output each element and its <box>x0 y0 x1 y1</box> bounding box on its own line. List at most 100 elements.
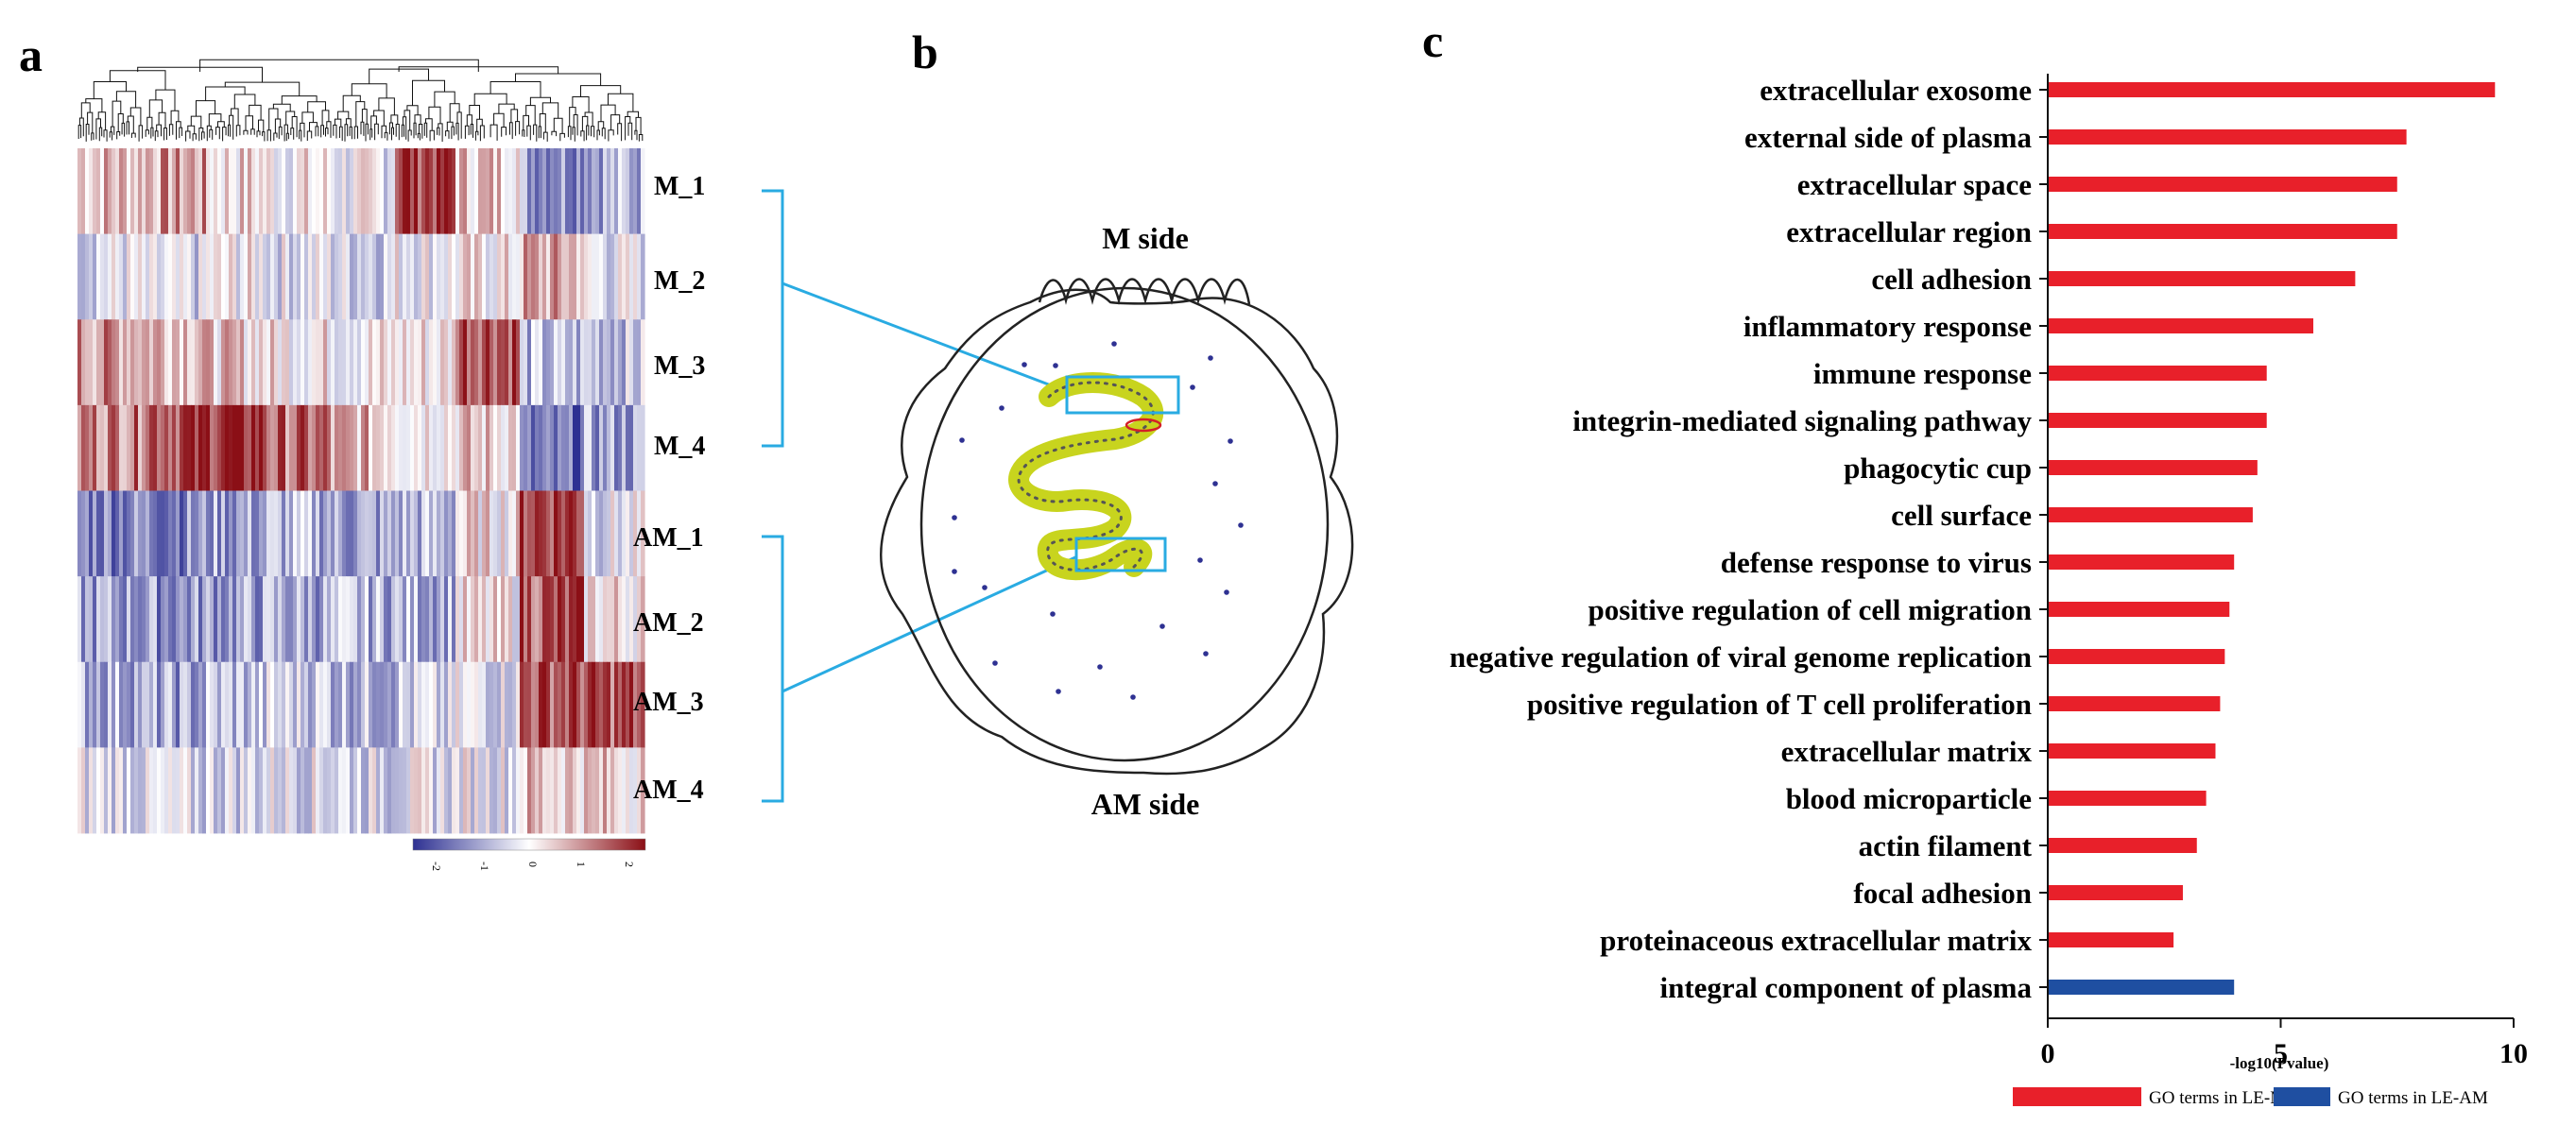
heatmap-cell <box>403 148 407 235</box>
heatmap-cell <box>384 148 388 235</box>
x-tick-label: 0 <box>2041 1038 2055 1069</box>
dendrogram-branch <box>80 102 91 118</box>
heatmap-cell <box>576 319 581 406</box>
heatmap-cell <box>278 404 283 491</box>
heatmap-cell <box>455 747 460 834</box>
heatmap-cell <box>369 404 373 491</box>
heatmap-cell <box>195 490 199 577</box>
heatmap-cell <box>501 490 506 577</box>
heatmap-cell <box>369 233 373 320</box>
heatmap-cell <box>372 233 377 320</box>
heatmap-cell <box>580 148 585 235</box>
heatmap-cell <box>100 490 105 577</box>
bar-le-m <box>2048 696 2221 711</box>
heatmap-cell <box>248 319 252 406</box>
heatmap-cell <box>195 319 199 406</box>
heatmap-cell <box>633 233 638 320</box>
heatmap-cell <box>372 576 377 663</box>
heatmap-cell <box>217 490 222 577</box>
heatmap-cell <box>531 490 536 577</box>
heatmap-cell <box>486 661 490 748</box>
heatmap-cell <box>595 490 600 577</box>
heatmap-cell <box>77 747 82 834</box>
heatmap-cell <box>316 319 320 406</box>
heatmap-cell <box>369 148 373 235</box>
heatmap-cell <box>614 319 619 406</box>
dendrogram-branch <box>437 127 440 136</box>
m-region-box <box>1065 375 1180 415</box>
category-label: external side of plasma <box>1744 121 2032 154</box>
panel-c-letter: c <box>1422 14 1443 67</box>
heatmap-cell <box>214 576 218 663</box>
heatmap-cell <box>524 319 528 406</box>
heatmap-cell <box>474 148 479 235</box>
heatmap-cell <box>561 148 566 235</box>
heatmap-cell <box>622 661 627 748</box>
dendrogram-branch <box>617 123 623 142</box>
heatmap-cell <box>248 148 252 235</box>
heatmap-cell <box>342 576 347 663</box>
dendrogram-branch <box>572 96 590 112</box>
heatmap-cell <box>512 576 517 663</box>
heatmap-cell <box>384 661 388 748</box>
heatmap-cell <box>463 747 468 834</box>
heatmap-cell <box>214 233 218 320</box>
heatmap-cell <box>153 148 158 235</box>
heatmap-cell <box>127 490 131 577</box>
heatmap-cell <box>365 404 369 491</box>
heatmap-cell <box>100 747 105 834</box>
heatmap-cell <box>100 576 105 663</box>
gland-structure <box>1008 372 1164 581</box>
heatmap-cell <box>372 148 377 235</box>
heatmap-cell <box>81 747 86 834</box>
heatmap-cell <box>584 661 589 748</box>
heatmap-cell <box>546 747 551 834</box>
heatmap-cell <box>346 148 351 235</box>
heatmap-cell <box>331 404 335 491</box>
heatmap-cell <box>248 576 252 663</box>
heatmap-cell <box>554 319 558 406</box>
heatmap-cell <box>531 319 536 406</box>
heatmap-cell <box>244 490 249 577</box>
category-label: extracellular region <box>1786 215 2032 248</box>
heatmap-cell <box>289 661 294 748</box>
heatmap-cell <box>248 661 252 748</box>
heatmap-cell <box>244 747 249 834</box>
heatmap-cell <box>327 576 332 663</box>
cell-dot <box>1228 438 1233 444</box>
outer-tissue-outline <box>880 288 1354 776</box>
heatmap-cell <box>85 576 90 663</box>
heatmap-cell <box>255 747 260 834</box>
heatmap-cell <box>406 148 411 235</box>
heatmap-cell <box>508 319 513 406</box>
heatmap-cell <box>508 404 513 491</box>
dendrogram-branch <box>638 134 644 142</box>
heatmap-cell <box>244 661 249 748</box>
heatmap-cell <box>164 490 169 577</box>
heatmap-cell <box>429 404 434 491</box>
heatmap-cell <box>531 576 536 663</box>
heatmap-cell <box>232 576 237 663</box>
heatmap-cell <box>85 747 90 834</box>
bar-le-m <box>2048 885 2183 900</box>
heatmap-cell <box>369 576 373 663</box>
heatmap-cell <box>104 747 109 834</box>
heatmap-cell <box>471 148 475 235</box>
heatmap-cell <box>89 404 94 491</box>
heatmap-cell <box>312 319 317 406</box>
connector-m <box>781 281 1067 393</box>
dendrogram-branch <box>515 121 521 136</box>
heatmap-cell <box>251 319 256 406</box>
heatmap-cell <box>372 319 377 406</box>
heatmap-cell <box>414 148 419 235</box>
heatmap-cell <box>421 404 426 491</box>
dendrogram-branch <box>198 128 204 142</box>
heatmap-cell <box>81 490 86 577</box>
heatmap-cell <box>637 747 642 834</box>
heatmap-cell <box>89 233 94 320</box>
dendrogram-branch <box>205 86 246 101</box>
heatmap-cell <box>474 319 479 406</box>
dendrogram-branch <box>115 91 137 108</box>
heatmap-cell <box>232 490 237 577</box>
heatmap-cell <box>293 661 298 748</box>
